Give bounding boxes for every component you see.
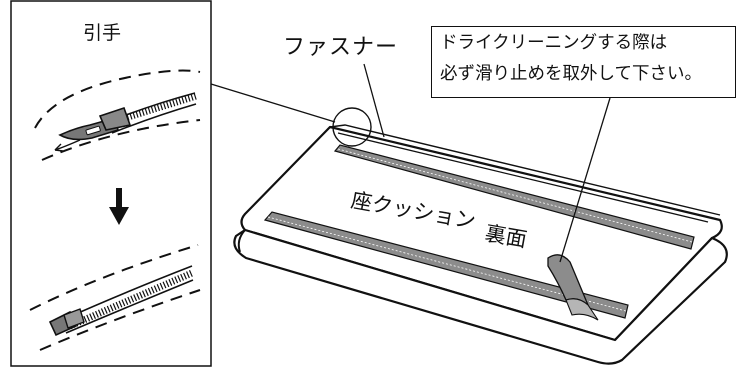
non-slip-strip-top [333,144,695,250]
note-leader-line [559,97,611,263]
down-arrow-icon [109,188,129,225]
cleaning-note-box [431,26,736,98]
fastener-leader-line [363,63,385,138]
fastener-line [329,124,721,216]
zipper-open-illustration [34,69,201,161]
cleaning-note-line-1: ドライクリーニングする際は [440,33,668,53]
cushion-front-face [233,228,728,365]
pull-tab-label: 引手 [83,22,122,44]
cleaning-note-line-2: 必ず滑り止めを取外して下さい。 [440,64,702,84]
seat-cushion-illustration [233,124,728,365]
callout-leader-line [210,83,336,123]
non-slip-strip-bottom [263,211,629,319]
zipper-inset-panel [10,0,212,367]
zipper-closed-illustration [29,244,201,351]
fastener-label: ファスナー [283,35,399,60]
fastener-callout-circle [332,107,372,147]
